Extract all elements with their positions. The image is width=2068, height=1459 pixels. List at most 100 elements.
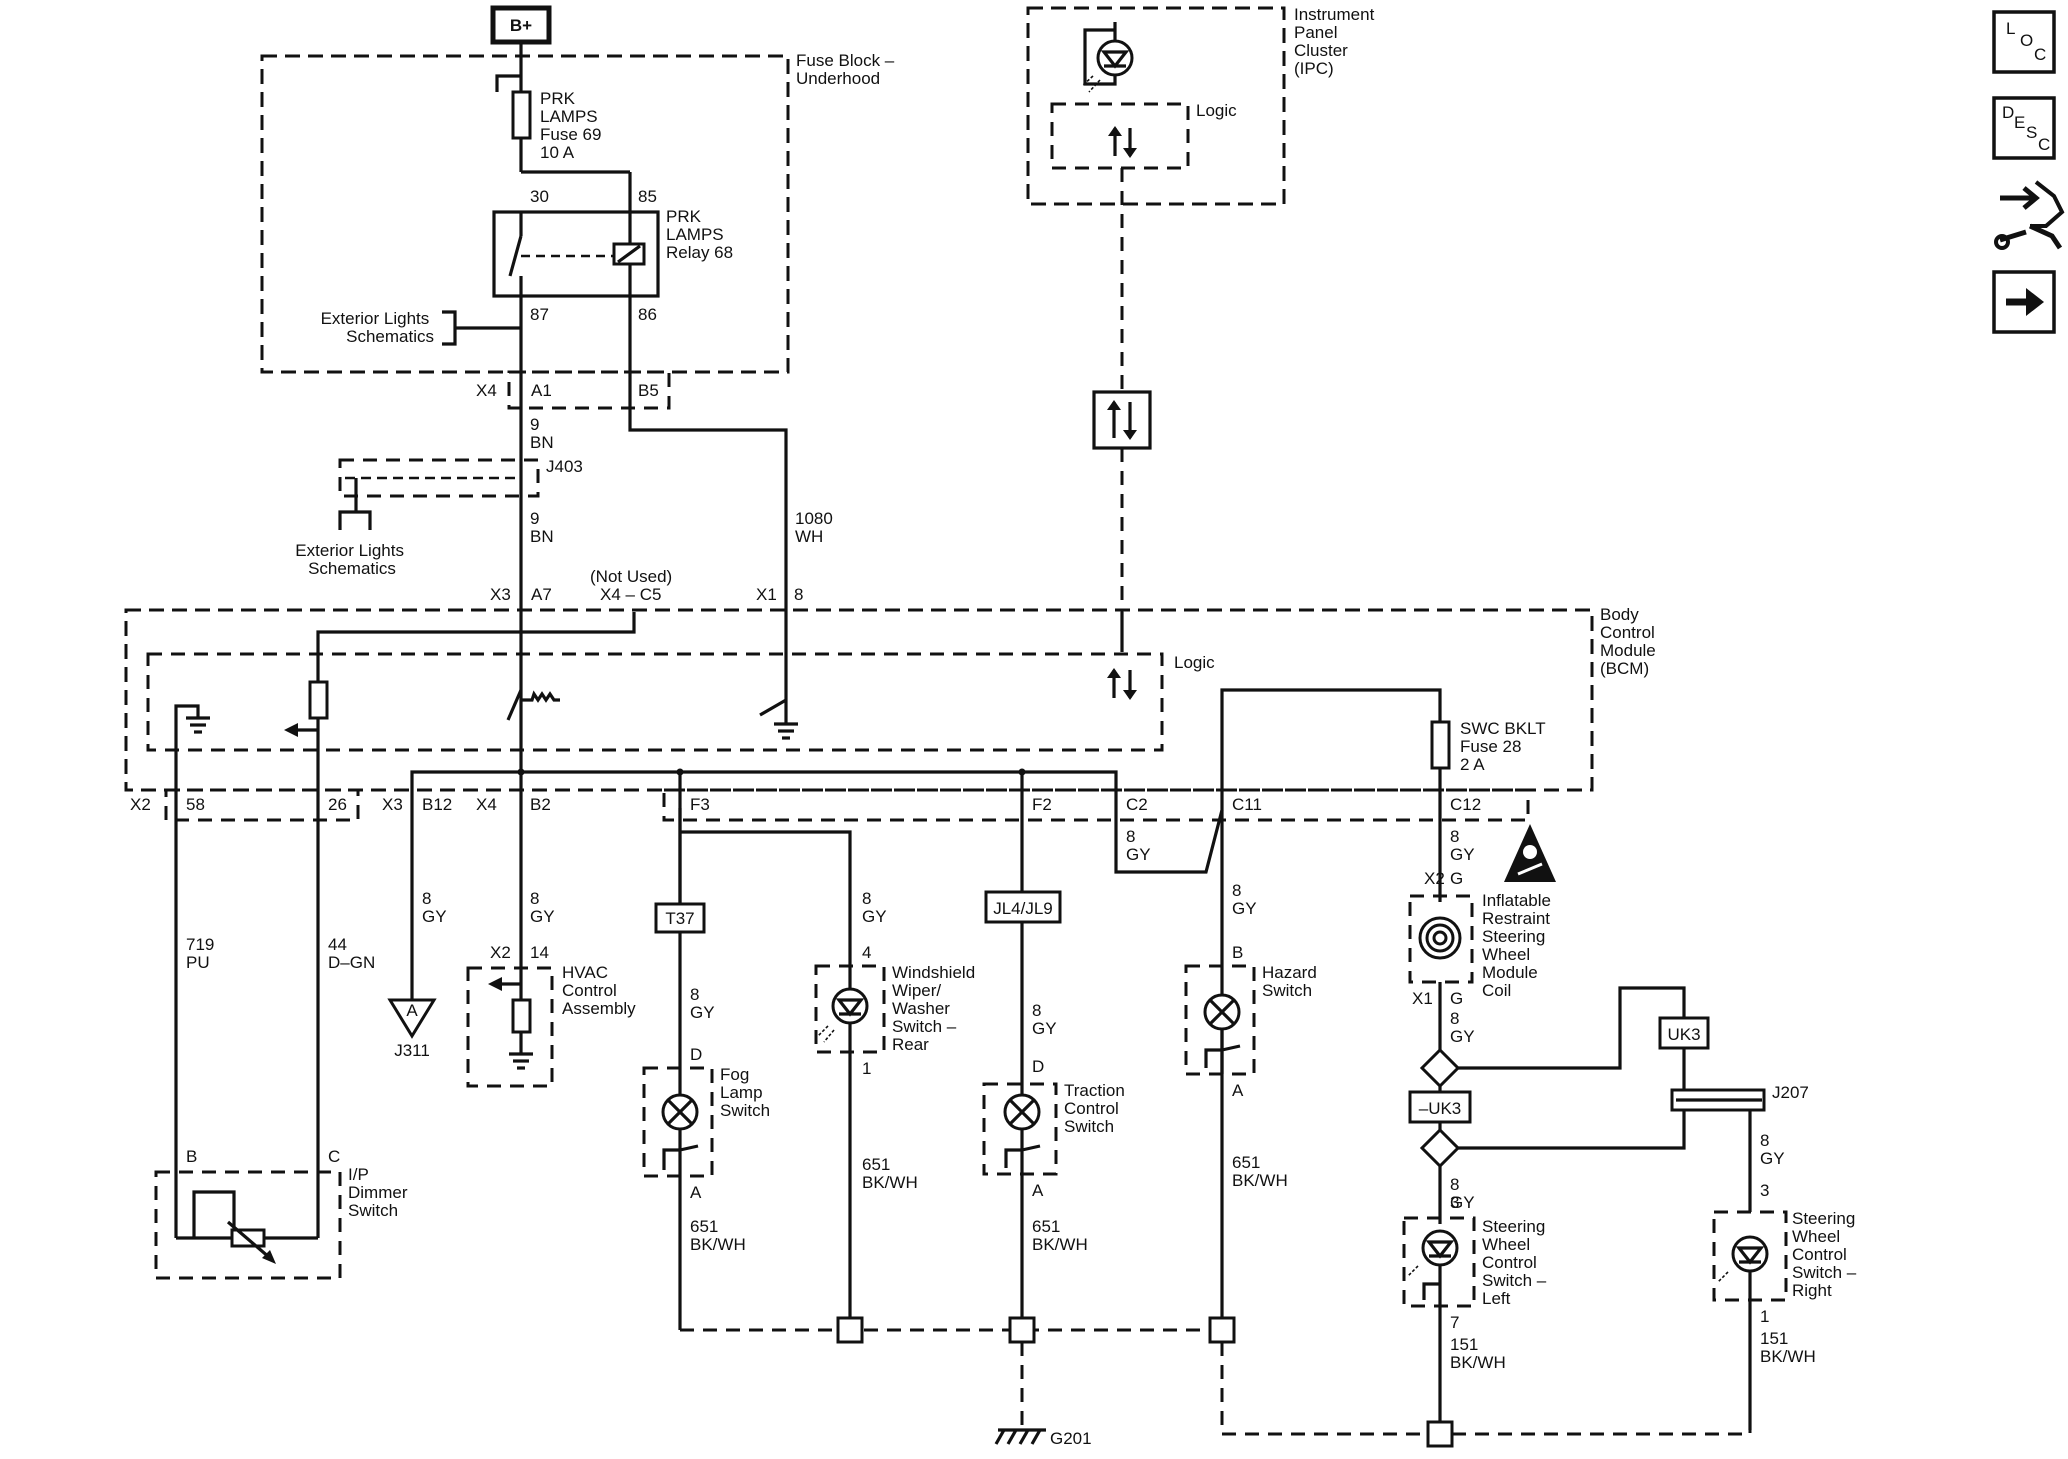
dimmer-pin-c: C	[328, 1147, 340, 1166]
swc-right-pin-3: 3	[1760, 1181, 1769, 1200]
connector-tool-icon[interactable]	[1994, 180, 2065, 250]
swc-bklt-fuse-28	[1430, 720, 1451, 770]
conn-a7-label: A7	[531, 585, 552, 604]
t37-label: T37	[665, 909, 694, 928]
exterior-lights-schematics-upper[interactable]: Exterior Lights Schematics	[321, 309, 434, 346]
connector-output-strip	[662, 788, 1530, 822]
traction-pin-d: D	[1032, 1057, 1044, 1076]
loc-l: L	[2006, 19, 2015, 38]
relay-pin-87: 87	[530, 305, 549, 324]
ground-g201: G201	[994, 1428, 1092, 1448]
wire-651-hazard: 651 BK/WH	[1232, 1153, 1288, 1190]
wire-651-traction: 651 BK/WH	[1032, 1217, 1088, 1254]
next-page-arrow-button[interactable]	[1992, 270, 2056, 334]
conn-a1-label: A1	[531, 381, 552, 400]
prk-lamps-relay-68	[492, 210, 660, 298]
wire-8-gy-jl: 8 GY	[1032, 1001, 1057, 1038]
conn-26-label: 26	[328, 795, 347, 814]
hazard-pin-b: B	[1232, 943, 1243, 962]
loc-c: C	[2034, 45, 2046, 64]
conn-x4-label: X4	[476, 381, 497, 400]
conn-x1-label: X1	[756, 585, 777, 604]
bcm-outline	[124, 608, 1594, 792]
ipc-backlight-lamp	[1081, 22, 1134, 93]
wire-8-gy-left: 8 GY	[1450, 1175, 1475, 1212]
steering-wheel-module-coil	[1408, 894, 1474, 984]
hvac-label: HVAC Control Assembly	[562, 963, 636, 1018]
swc-left-pin-7: 7	[1450, 1313, 1459, 1332]
ipc-data-arrows	[1108, 126, 1137, 158]
serial-data-gateway	[1092, 390, 1152, 450]
wiper-pin-4: 4	[862, 943, 871, 962]
wire-9-bn-lower: 9 BN	[530, 509, 554, 546]
option-t37	[654, 902, 706, 934]
fog-pin-a: A	[690, 1183, 702, 1202]
option-not-uk3	[1408, 1090, 1472, 1124]
conn-c11-label: C11	[1232, 795, 1262, 814]
airbag-warning-icon	[1504, 824, 1556, 882]
swc-right-pin-1: 1	[1760, 1307, 1769, 1326]
wire-151-right: 151 BK/WH	[1760, 1329, 1816, 1366]
desc-e: E	[2014, 113, 2025, 132]
conn-b12-label: B12	[422, 795, 452, 814]
wire-8-gy-right: 8 GY	[1760, 1131, 1785, 1168]
traction-control-switch	[982, 1082, 1058, 1176]
hazard-pin-a: A	[1232, 1081, 1244, 1100]
wiper-pin-1: 1	[862, 1059, 871, 1078]
wire-8-gy-t37: 8 GY	[690, 985, 715, 1022]
conn-x3-a7-label: X3	[490, 585, 511, 604]
conn-f2-label: F2	[1032, 795, 1052, 814]
ipc-title: Instrument Panel Cluster (IPC)	[1294, 5, 1379, 78]
swc-left-pin-3: 3	[1450, 1193, 1459, 1212]
traction-pin-a: A	[1032, 1181, 1044, 1200]
conn-58-label: 58	[186, 795, 205, 814]
hazard-label: Hazard Switch	[1262, 963, 1322, 1000]
wire-651-wiper: 651 BK/WH	[862, 1155, 918, 1192]
coil-g-top: G	[1450, 869, 1463, 888]
not-uk3-label: –UK3	[1419, 1099, 1462, 1118]
conn-x3-b12-x-label: X3	[382, 795, 403, 814]
clockspring-coil-icon	[1418, 916, 1462, 960]
description-button[interactable]: D E S C	[1992, 96, 2056, 160]
coil-label: Inflatable Restraint Steering Wheel Modu…	[1482, 891, 1556, 1000]
traction-label: Traction Control Switch	[1064, 1081, 1130, 1136]
exterior-lights-schematics-lower[interactable]: Exterior Lights Schematics	[295, 541, 408, 578]
hvac-x2-label: X2	[490, 943, 511, 962]
ipc-outline	[1026, 6, 1286, 206]
swc-right-label: Steering Wheel Control Switch – Right	[1792, 1209, 1861, 1300]
wire-8-gy-b12: 8 GY	[422, 889, 447, 926]
fog-lamp-switch	[642, 1066, 714, 1178]
relay-label: PRK LAMPS Relay 68	[666, 207, 733, 262]
coil-g-bot: G	[1450, 989, 1463, 1008]
dimmer-label: I/P Dimmer Switch	[348, 1165, 412, 1220]
wire-8-gy-c2: 8 GY	[1126, 827, 1151, 864]
conn-f3-label: F3	[690, 795, 710, 814]
ipc-logic-label: Logic	[1196, 101, 1237, 120]
relay-pin-30: 30	[530, 187, 549, 206]
j311-label: J311	[394, 1041, 430, 1060]
fuse-block-title: Fuse Block – Underhood	[796, 51, 899, 88]
conn-c2-label: C2	[1126, 795, 1148, 814]
wire-8-gy-c12: 8 GY	[1450, 827, 1475, 864]
connector-j311[interactable]: A J311	[387, 998, 437, 1060]
power-source-b-plus: B+	[490, 5, 552, 45]
conn-x4-b2-x-label: X4	[476, 795, 497, 814]
hvac-pin-14: 14	[530, 943, 549, 962]
windshield-wiper-washer-switch-rear	[814, 964, 886, 1054]
fog-pin-d: D	[690, 1045, 702, 1064]
dimmer-pin-b: B	[186, 1147, 197, 1166]
prk-lamps-fuse-69	[511, 90, 532, 140]
conn-x2-label: X2	[130, 795, 151, 814]
uk3-label: UK3	[1667, 1025, 1700, 1044]
prk-fuse-label: PRK LAMPS Fuse 69 10 A	[540, 89, 606, 162]
wire-44-dgn: 44 D–GN	[328, 935, 375, 972]
coil-x2-label: X2	[1424, 869, 1445, 888]
swc-left-label: Steering Wheel Control Switch – Left	[1482, 1217, 1551, 1308]
connector-x4-a1-b5	[507, 370, 671, 410]
bcm-title: Body Control Module (BCM)	[1600, 605, 1661, 678]
location-button[interactable]: L O C	[1992, 10, 2056, 74]
wire-8-gy-c11: 8 GY	[1232, 881, 1257, 918]
coil-x1-label: X1	[1412, 989, 1433, 1008]
loc-o: O	[2020, 31, 2033, 50]
